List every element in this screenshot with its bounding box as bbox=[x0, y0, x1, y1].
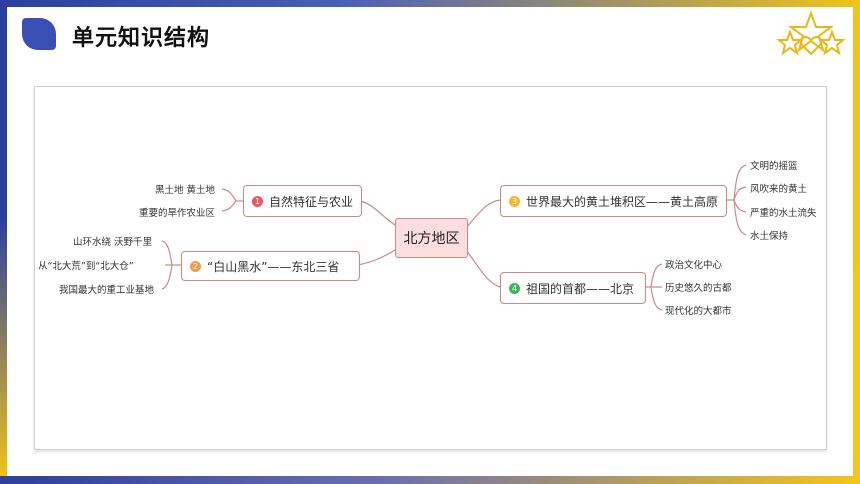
branch-node-3: 3 世界最大的黄土堆积区——黄土高原 bbox=[500, 185, 727, 217]
mindmap-center-node: 北方地区 bbox=[395, 218, 468, 258]
branch-label-4: 祖国的首都——北京 bbox=[526, 281, 635, 296]
leaf-1-2: 重要的旱作农业区 bbox=[139, 208, 216, 219]
left-border bbox=[0, 0, 7, 484]
stars-badge-icon bbox=[776, 10, 846, 56]
connector-center-branch-2 bbox=[357, 249, 396, 266]
leaf-3-1: 文明的摇篮 bbox=[750, 161, 798, 172]
leaf-2-3: 我国最大的重工业基地 bbox=[59, 285, 155, 296]
leaf-4-3: 现代化的大都市 bbox=[665, 306, 732, 317]
connector-center-branch-3 bbox=[465, 199, 501, 229]
number-badge-3: 3 bbox=[509, 195, 520, 207]
number-badge-1: 1 bbox=[252, 195, 263, 207]
number-badge-4: 4 bbox=[509, 282, 520, 294]
leaf-4-2: 历史悠久的古都 bbox=[665, 283, 732, 294]
leaf-2-2: 从“北大荒”到“北大仓” bbox=[38, 261, 134, 272]
number-badge-2: 2 bbox=[190, 260, 201, 272]
leaf-3-4: 水土保持 bbox=[750, 231, 789, 242]
leaf-3-2: 风吹来的黄土 bbox=[750, 184, 808, 195]
leaf-2-1: 山环水绕 沃野千里 bbox=[73, 237, 153, 248]
page-title: 单元知识结构 bbox=[72, 26, 211, 51]
connector-center-branch-1 bbox=[359, 200, 396, 226]
branch-node-4: 4 祖国的首都——北京 bbox=[500, 272, 646, 304]
content-panel bbox=[34, 86, 827, 450]
branch-node-2: 2 “白山黑水”——东北三省 bbox=[181, 251, 360, 281]
right-border bbox=[853, 0, 860, 484]
connector-center-branch-4 bbox=[465, 249, 501, 288]
branch-node-1: 1 自然特征与农业 bbox=[243, 185, 362, 217]
branch-label-2: “白山黑水”——东北三省 bbox=[207, 259, 340, 274]
bottom-border bbox=[0, 476, 860, 484]
leaf-1-1: 黑土地 黄土地 bbox=[155, 185, 216, 196]
branch-label-3: 世界最大的黄土堆积区——黄土高原 bbox=[526, 194, 719, 209]
leaf-4-1: 政治文化中心 bbox=[665, 260, 723, 271]
top-border bbox=[0, 0, 860, 7]
branch-label-1: 自然特征与农业 bbox=[269, 194, 354, 209]
title-mark-icon bbox=[22, 18, 56, 50]
leaf-3-3: 严重的水土流失 bbox=[750, 208, 817, 219]
